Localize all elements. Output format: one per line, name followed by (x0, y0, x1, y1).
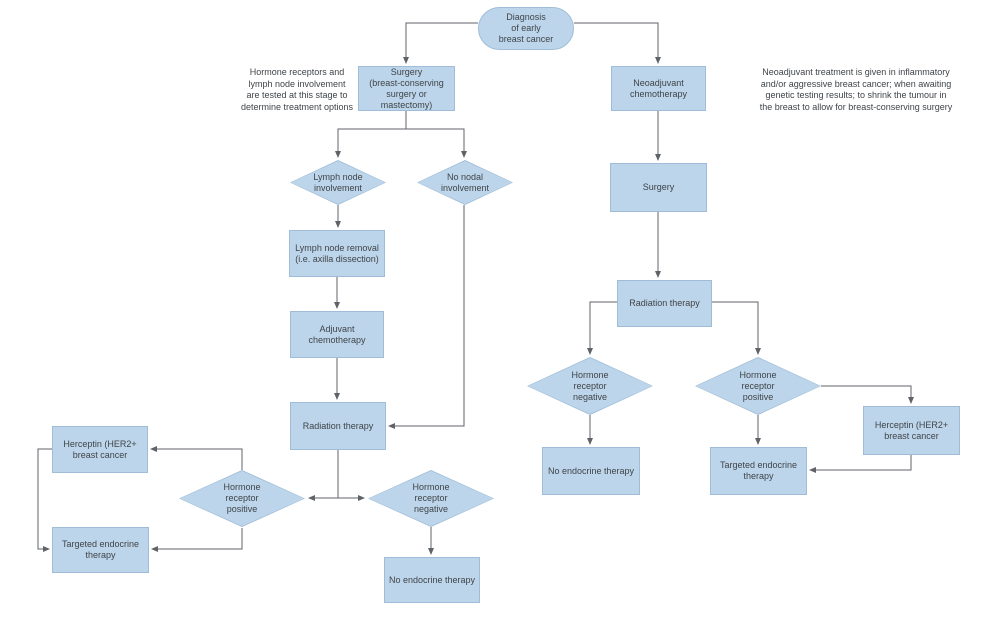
edge-hr-positive-herceptin-left (150, 446, 243, 470)
edge-radiation-hr-negative-right (587, 301, 617, 355)
node-herceptin-right-label: Herceptin (HER2+ breast cancer (874, 419, 949, 441)
node-neoadjuvant-chemotherapy: Neoadjuvant chemotherapy (611, 66, 706, 111)
node-herceptin-right: Herceptin (HER2+ breast cancer (863, 406, 960, 455)
node-surgery-left: Surgery (breast-conserving surgery or ma… (358, 66, 455, 111)
edge-hr-positive-targeted-left (151, 528, 243, 552)
node-radiation-therapy-right: Radiation therapy (617, 280, 712, 327)
node-no-endocrine-right-label: No endocrine therapy (547, 465, 635, 476)
node-targeted-endocrine-right: Targeted endocrine therapy (710, 447, 807, 495)
node-adjuvant-chemotherapy-label: Adjuvant chemotherapy (308, 323, 366, 345)
decision-lymph-node-involvement: Lymph node involvement (290, 160, 386, 205)
edge-diagnosis-surgery-left (403, 22, 478, 64)
node-surgery-right-label: Surgery (642, 182, 675, 192)
node-targeted-endocrine-right-label: Targeted endocrine therapy (719, 460, 798, 481)
decision-no-nodal-involvement-label: No nodal involvement (440, 171, 490, 193)
decision-lymph-node-involvement-label: Lymph node involvement (313, 171, 363, 193)
node-diagnosis: Diagnosis of early breast cancer (478, 7, 574, 50)
node-neoadjuvant-chemotherapy-label: Neoadjuvant chemotherapy (629, 77, 688, 99)
node-herceptin-left: Herceptin (HER2+ breast cancer (52, 426, 148, 473)
node-lymph-node-removal-label: Lymph node removal (i.e. axilla dissecti… (295, 242, 379, 264)
edge-no-nodal-radiation (388, 205, 465, 429)
node-surgery-right: Surgery (610, 163, 707, 212)
annotation-hormone-testing: Hormone receptors and lymph node involve… (240, 67, 354, 112)
decision-no-nodal-involvement: No nodal involvement (417, 160, 513, 205)
node-no-endocrine-right: No endocrine therapy (542, 447, 640, 495)
edge-herceptin-targeted-left (37, 448, 52, 552)
decision-hr-negative-left-label: Hormone receptor negative (412, 482, 450, 514)
decision-hormone-receptor-positive-right: Hormone receptor positive (695, 357, 821, 415)
node-radiation-therapy-left-label: Radiation therapy (302, 420, 374, 431)
edge-radiation-hr-positive-right (712, 301, 761, 355)
edge-surgery-lymph-involvement (335, 128, 406, 158)
decision-hr-positive-right-label: Hormone receptor positive (739, 369, 777, 402)
node-radiation-therapy-left: Radiation therapy (290, 402, 386, 450)
node-herceptin-left-label: Herceptin (HER2+ breast cancer (63, 438, 137, 460)
decision-hormone-receptor-negative-right: Hormone receptor negative (527, 357, 653, 415)
node-adjuvant-chemotherapy: Adjuvant chemotherapy (290, 311, 384, 358)
decision-hormone-receptor-negative-left: Hormone receptor negative (368, 470, 494, 527)
node-diagnosis-label: Diagnosis of early breast cancer (498, 12, 554, 44)
decision-hr-positive-left-label: Hormone receptor positive (223, 482, 261, 514)
edge-hr-positive-herceptin-right (821, 385, 914, 404)
node-targeted-endocrine-left: Targeted endocrine therapy (52, 527, 149, 573)
decision-hormone-receptor-positive-left: Hormone receptor positive (179, 470, 305, 527)
edge-surgery-no-nodal (406, 128, 467, 158)
node-no-endocrine-left: No endocrine therapy (384, 557, 480, 603)
decision-hr-negative-right-label: Hormone receptor negative (571, 369, 609, 402)
edge-herceptin-targeted-right (809, 455, 912, 473)
edge-diagnosis-neoadjuvant (574, 22, 661, 64)
node-lymph-node-removal: Lymph node removal (i.e. axilla dissecti… (289, 230, 385, 277)
node-surgery-left-label: Surgery (breast-conserving surgery or ma… (369, 66, 444, 110)
annotation-neoadjuvant: Neoadjuvant treatment is given in inflam… (759, 67, 953, 112)
node-targeted-endocrine-left-label: Targeted endocrine therapy (61, 539, 140, 560)
node-radiation-therapy-right-label: Radiation therapy (629, 298, 700, 308)
node-no-endocrine-left-label: No endocrine therapy (388, 574, 476, 585)
